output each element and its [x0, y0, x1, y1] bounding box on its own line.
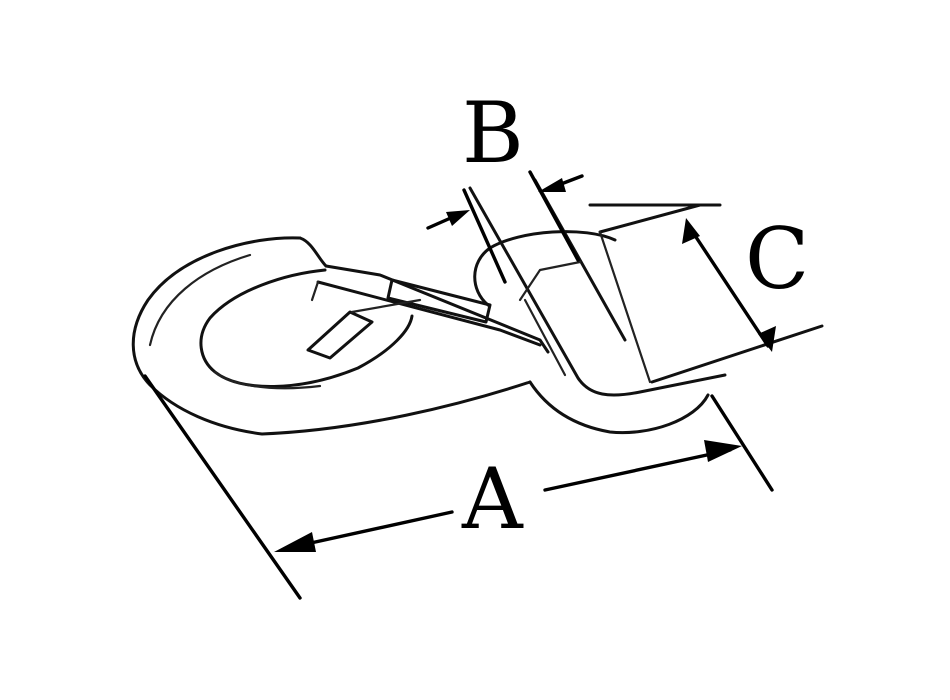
dim-b-arrowhead-right — [538, 178, 566, 192]
dim-a-line-right — [543, 448, 732, 492]
dim-a-arrowhead-right — [704, 440, 742, 462]
dimension-c: C — [682, 210, 809, 352]
dimension-b: B — [426, 84, 584, 284]
dim-a-line-left — [286, 510, 454, 550]
dim-b-extension-left — [462, 188, 507, 284]
dim-c-line — [688, 226, 770, 348]
dimension-a: A — [143, 374, 774, 600]
dim-a-extension-right — [710, 394, 774, 492]
dim-b-label: B — [462, 84, 524, 182]
dim-b-arrowhead-left — [446, 210, 470, 226]
hook-body — [131, 236, 532, 436]
dim-c-arrowhead-top — [682, 218, 700, 244]
spring-gate — [306, 264, 550, 360]
dim-a-arrowhead-left — [274, 532, 316, 552]
dim-a-extension-left — [143, 374, 302, 600]
dim-c-label: C — [745, 210, 809, 308]
swivel-eye — [468, 178, 824, 435]
dim-a-label: A — [461, 450, 524, 548]
dim-c-arrowhead-bottom — [758, 326, 776, 352]
dim-b-extension-right — [528, 170, 580, 262]
